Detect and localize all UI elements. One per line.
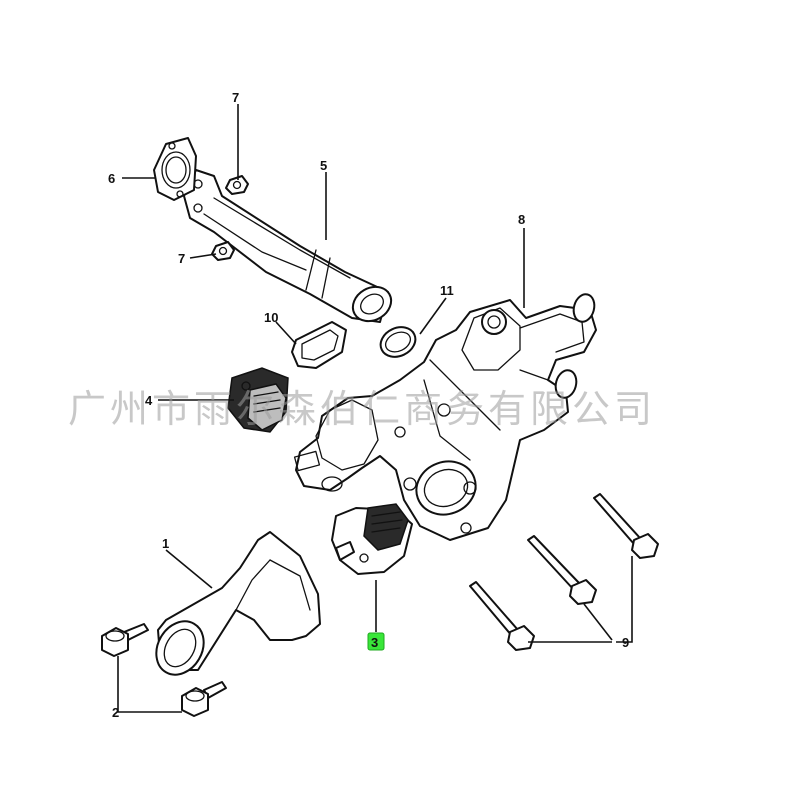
callout-8: 8 bbox=[518, 212, 525, 227]
watermark-text: 广州市雨尔森伯仁商务有限公司 bbox=[68, 387, 656, 431]
coolant-pipe-part-5[interactable] bbox=[183, 169, 397, 328]
callout-5: 5 bbox=[320, 158, 327, 173]
housing-gasket-part-10[interactable] bbox=[291, 321, 347, 369]
leader-lines bbox=[117, 104, 633, 713]
long-bolt-part-9-a[interactable] bbox=[593, 493, 659, 559]
callout-10: 10 bbox=[264, 310, 278, 325]
callout-labels: 7 6 7 5 8 11 10 4 1 3 2 9 bbox=[108, 90, 629, 720]
pipe-gasket-part-6[interactable] bbox=[153, 137, 197, 201]
callout-7-upper: 7 bbox=[232, 90, 239, 105]
callout-6: 6 bbox=[108, 171, 115, 186]
callout-3-highlight bbox=[367, 632, 385, 651]
nut-part-7-upper[interactable] bbox=[225, 175, 249, 195]
thermostat-part-4[interactable] bbox=[227, 367, 289, 433]
long-bolt-part-9-b[interactable] bbox=[527, 535, 597, 605]
bolt-part-2-upper[interactable] bbox=[101, 623, 149, 657]
callout-11: 11 bbox=[440, 283, 454, 298]
callout-4: 4 bbox=[145, 393, 153, 408]
nut-part-7-lower[interactable] bbox=[211, 241, 235, 261]
bolt-part-2-lower[interactable] bbox=[181, 681, 227, 717]
callout-2: 2 bbox=[112, 705, 119, 720]
callout-9: 9 bbox=[622, 635, 629, 650]
long-bolt-part-9-c[interactable] bbox=[469, 581, 535, 651]
thermostat-housing[interactable] bbox=[293, 292, 598, 541]
o-ring-part-11[interactable] bbox=[376, 322, 420, 363]
callout-3: 3 bbox=[371, 635, 378, 650]
thermostat-part-3[interactable] bbox=[331, 503, 413, 575]
callout-1: 1 bbox=[162, 536, 169, 551]
outlet-pipe-part-1[interactable] bbox=[147, 531, 321, 683]
callout-7-lower: 7 bbox=[178, 251, 185, 266]
